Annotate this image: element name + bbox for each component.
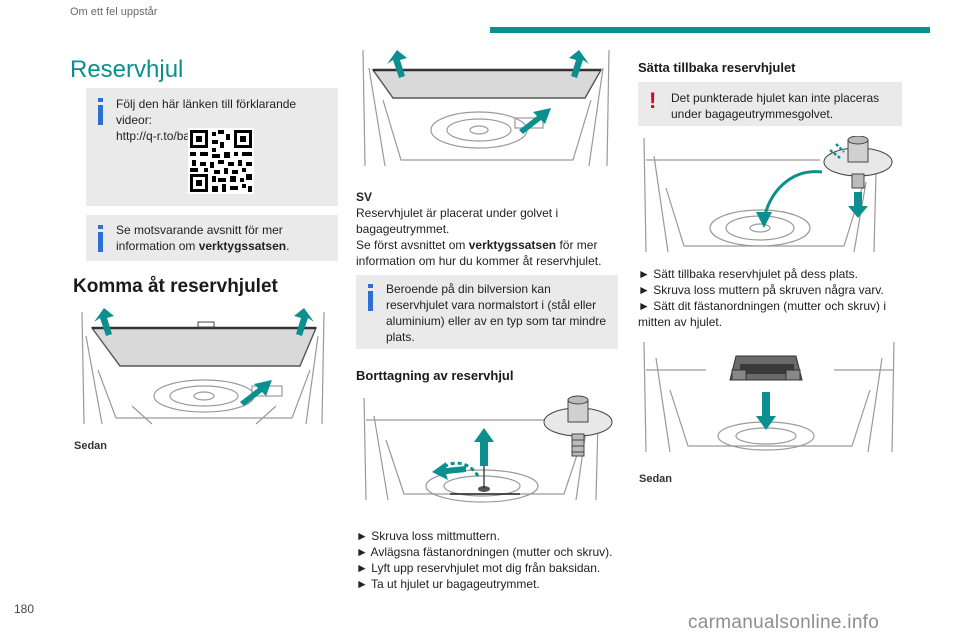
warning-icon: ! (649, 88, 657, 113)
info-icon (98, 98, 103, 102)
running-header: Om ett fel uppstår (70, 6, 158, 18)
watermark: carmanualsonline.info (688, 612, 880, 633)
header-rule (490, 27, 930, 33)
refit-sedan-illustration (643, 341, 895, 453)
toolkit-link-text: verktygssatsen (198, 239, 287, 253)
see-toolkit-paragraph: Se först avsnittet om verktygssatsen för… (356, 238, 602, 268)
trunk-cover-sv-illustration (362, 49, 610, 167)
access-heading: Komma åt reservhjulet (73, 276, 278, 297)
refit-step-2: ► Skruva loss muttern på skruven några v… (638, 283, 884, 297)
removal-step-4: ► Ta ut hjulet ur bagageutrymmet. (356, 577, 540, 591)
removal-step-3: ► Lyft upp reservhjulet mot dig från bak… (356, 561, 601, 575)
wheel-type-note-text: Beroende på din bilversion kan reservhju… (386, 282, 607, 344)
info-note-video: Följ den här länken till förklarande vid… (86, 88, 338, 206)
refit-step-1: ► Sätt tillbaka reservhjulet på dess pla… (638, 267, 858, 281)
info-note-toolkit: Se motsvarande avsnitt för mer informati… (86, 215, 338, 261)
refit-illustration (643, 136, 893, 253)
refit-step-3: ► Sätt dit fästanordningen (mutter och s… (638, 299, 886, 329)
video-note-text: Följ den här länken till förklarande vid… (116, 97, 297, 127)
removal-step-1: ► Skruva loss mittmuttern. (356, 529, 500, 543)
illustration-caption-sedan-2: Sedan (639, 473, 673, 485)
location-paragraph: Reservhjulet är placerat under golvet i … (356, 206, 559, 236)
removal-illustration (363, 395, 613, 503)
removal-heading: Borttagning av reservhjul (356, 368, 514, 383)
trunk-cover-illustration (81, 308, 325, 425)
warning-text: Det punkterade hjulet kan inte placeras … (671, 91, 880, 121)
page-number: 180 (14, 602, 35, 616)
info-icon (98, 225, 103, 229)
version-label: SV (356, 190, 373, 204)
removal-step-2: ► Avlägsna fästanordningen (mutter och s… (356, 545, 613, 559)
section-title: Reservhjul (70, 56, 184, 83)
illustration-caption-sedan: Sedan (74, 440, 108, 452)
info-note-wheel-type: Beroende på din bilversion kan reservhju… (356, 275, 618, 349)
warning-note: ! Det punkterade hjulet kan inte placera… (638, 82, 902, 126)
refit-heading: Sätta tillbaka reservhjulet (638, 60, 796, 75)
info-icon (368, 284, 373, 288)
qr-code-icon[interactable] (188, 128, 254, 194)
